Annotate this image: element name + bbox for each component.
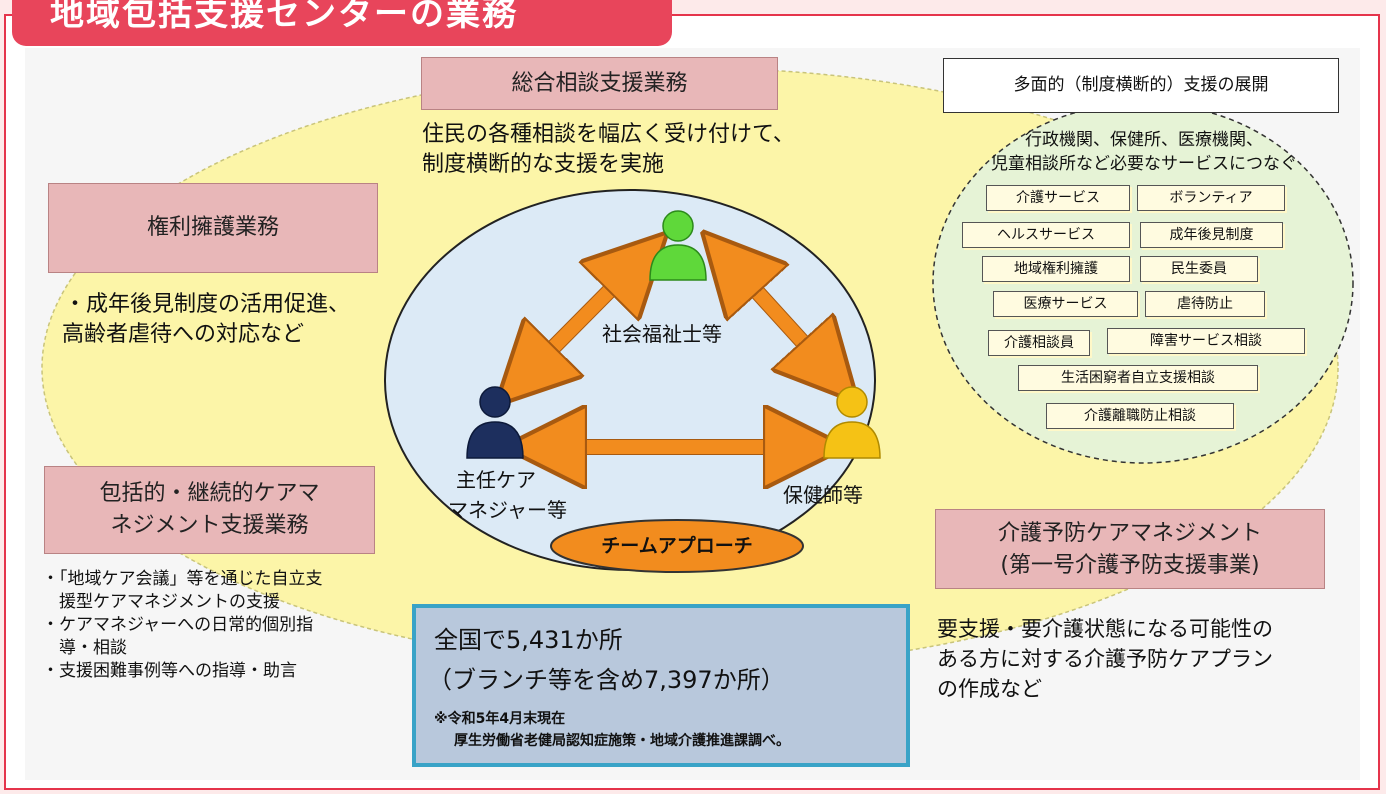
kaigo-yobo-desc-line2: ある方に対する介護予防ケアプラン — [937, 647, 1273, 671]
tamenteki-desc-line2: 児童相談所など必要なサービスにつなぐ — [991, 154, 1297, 174]
care-manager-label-line1: 主任ケア — [456, 468, 536, 492]
service-tag: 介護サービス — [986, 185, 1130, 211]
kaigo-yobo-box: 介護予防ケアマネジメント (第一号介護予防支援事業) — [935, 509, 1325, 589]
service-tag: 生活困窮者自立支援相談 — [1018, 365, 1258, 391]
sogo-soudan-box: 総合相談支援業務 — [421, 57, 778, 110]
service-tag: 介護相談員 — [988, 330, 1090, 356]
list-item: 援型ケアマネジメントの支援 — [42, 592, 280, 612]
list-item: 導・相談 — [42, 638, 127, 658]
kaigo-yobo-label-line2: (第一号介護予防支援事業) — [1000, 553, 1260, 578]
care-manager-label: 主任ケア マネジャー等 — [448, 465, 567, 525]
list-item: ・「地域ケア会議」等を通じた自立支 — [42, 569, 323, 589]
hokatsu-label-line1: 包括的・継続的ケアマ — [99, 481, 320, 506]
kenri-desc-line1: ・成年後見制度の活用促進、 — [64, 292, 351, 317]
care-manager-icon — [466, 386, 524, 459]
stats-box: 全国で5,431か所 （ブランチ等を含め7,397か所） ※令和5年4月末現在 … — [412, 604, 910, 767]
service-tag: 障害サービス相談 — [1107, 328, 1305, 354]
hokatsu-list: ・「地域ケア会議」等を通じた自立支 援型ケアマネジメントの支援 ・ケアマネジャー… — [42, 568, 323, 683]
sogo-soudan-label: 総合相談支援業務 — [511, 71, 688, 96]
team-approach-oval — [550, 519, 804, 573]
sogo-desc-line2: 制度横断的な支援を実施 — [422, 152, 665, 177]
arrow-social-nurse — [730, 262, 830, 372]
service-tag: ボランティア — [1137, 185, 1285, 211]
service-tag: 成年後見制度 — [1140, 222, 1283, 248]
sogo-soudan-desc: 住民の各種相談を幅広く受け付けて、 制度横断的な支援を実施 — [422, 120, 795, 180]
tamenteki-desc: 行政機関、保健所、医療機関、 児童相談所など必要なサービスにつなぐ — [964, 128, 1324, 176]
tamenteki-box: 多面的（制度横断的）支援の展開 — [943, 58, 1339, 113]
service-tag: 介護離職防止相談 — [1046, 403, 1234, 429]
service-tag: 民生委員 — [1140, 256, 1258, 282]
tamenteki-desc-line1: 行政機関、保健所、医療機関、 — [1025, 130, 1263, 150]
social-worker-icon — [649, 210, 707, 281]
service-tag: 地域権利擁護 — [982, 256, 1130, 282]
nurse-label: 保健師等 — [783, 483, 863, 507]
service-tag: 虐待防止 — [1145, 291, 1265, 317]
kenri-yogo-box: 権利擁護業務 — [48, 183, 378, 273]
service-tag: 医療サービス — [993, 291, 1138, 317]
nurse-icon — [823, 386, 881, 459]
kenri-desc-line2: 高齢者虐待への対応など — [62, 322, 305, 347]
kaigo-yobo-label-line1: 介護予防ケアマネジメント — [997, 521, 1262, 546]
page-title: 地域包括支援センターの業務 — [12, 0, 672, 46]
list-item: ・支援困難事例等への指導・助言 — [42, 661, 297, 681]
hokatsu-label-line2: ネジメント支援業務 — [110, 513, 309, 538]
care-manager-label-line2: マネジャー等 — [448, 498, 567, 522]
kenri-yogo-label: 権利擁護業務 — [146, 215, 279, 240]
hokatsu-box: 包括的・継続的ケアマ ネジメント支援業務 — [44, 466, 375, 554]
sogo-desc-line1: 住民の各種相談を幅広く受け付けて、 — [422, 122, 795, 147]
kaigo-yobo-desc-line3: の作成など — [937, 677, 1042, 701]
kaigo-yobo-desc: 要支援・要介護状態になる可能性の ある方に対する介護予防ケアプラン の作成など — [937, 614, 1273, 704]
kaigo-yobo-desc-line1: 要支援・要介護状態になる可能性の — [937, 617, 1273, 641]
team-approach-label: チームアプローチ — [601, 535, 753, 557]
stats-note2: 厚生労働省老健局認知症施策・地域介護推進課調べ。 — [454, 733, 790, 749]
stats-line2: （ブランチ等を含め7,397か所） — [428, 666, 785, 694]
list-item: ・ケアマネジャーへの日常的個別指 — [42, 615, 314, 635]
arrow-social-caremanager — [525, 262, 638, 376]
kenri-yogo-desc: ・成年後見制度の活用促進、 高齢者虐待への対応など — [62, 290, 350, 350]
social-worker-label: 社会福祉士等 — [602, 322, 722, 346]
service-tag: ヘルスサービス — [962, 222, 1130, 248]
stats-note1: ※令和5年4月末現在 — [434, 711, 566, 727]
stats-line1: 全国で5,431か所 — [434, 626, 623, 654]
tamenteki-label: 多面的（制度横断的）支援の展開 — [1013, 75, 1269, 95]
